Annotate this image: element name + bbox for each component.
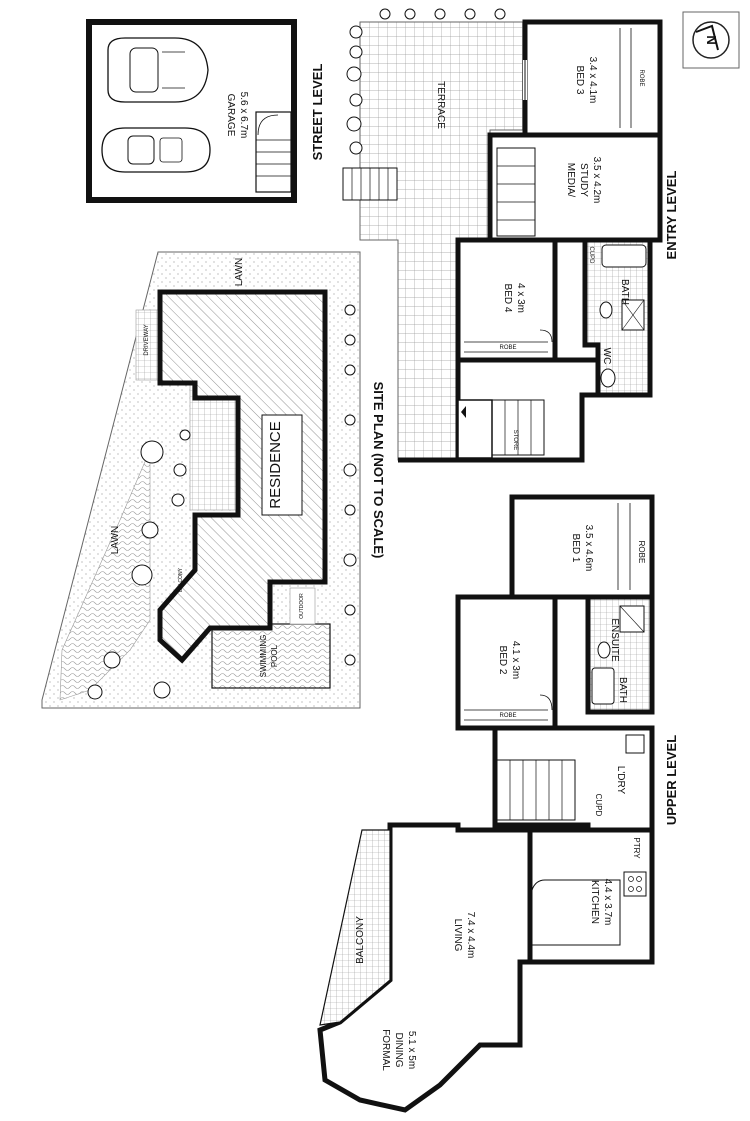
- garage-name: GARAGE: [225, 94, 236, 137]
- site-pool1: SWIMMING: [259, 635, 268, 678]
- site-driveway: DRIVEWAY: [144, 324, 150, 355]
- plant-icon: [87, 304, 357, 700]
- site-outdoor: OUTDOOR: [299, 593, 305, 619]
- bed4-size: 4 x 3m: [515, 283, 526, 313]
- swimming-pool: [211, 623, 331, 689]
- bed3-name: BED 3: [574, 66, 585, 95]
- garage-size: 5.6 x 6.7m: [238, 92, 249, 139]
- entry-level-plan: TERRACE BED 3 3.4 x 4.1m ROBE MEDIA/ STU…: [342, 8, 663, 463]
- bed4-robe: ROBE: [499, 345, 516, 351]
- upper-bath-label: BATH: [617, 677, 628, 703]
- lawn-area: [59, 449, 151, 701]
- media-name1: MEDIA/: [565, 163, 576, 198]
- bed1-robe: ROBE: [637, 541, 646, 564]
- entry-wc-label: WC: [601, 348, 612, 365]
- garage: GARAGE 5.6 x 6.7m: [86, 19, 297, 203]
- site-lawn-top: LAWN: [234, 258, 245, 287]
- ensuite-label: ENSUITE: [609, 618, 620, 662]
- dining-name2: DINING: [393, 1033, 404, 1068]
- bed2-robe: ROBE: [499, 713, 516, 719]
- entry-level-label: ENTRY LEVEL: [664, 171, 679, 260]
- site-balcony: BALCONY: [178, 567, 184, 592]
- ptry-label: PTRY: [632, 837, 641, 859]
- site-pool2: POOL: [270, 644, 279, 667]
- bed3-robe: ROBE: [638, 69, 644, 86]
- bed2-name: BED 2: [497, 646, 508, 675]
- car-icon: [101, 127, 211, 173]
- compass-label: N: [704, 35, 719, 44]
- car-icon: [107, 37, 209, 103]
- upper-level-plan: BED 1 3.5 x 4.6m ROBE ENSUITE BATH BED 2…: [317, 494, 655, 1113]
- kitchen-size: 4.4 x 3.7m: [602, 879, 613, 926]
- site-plan: RESIDENCE LAWN LAWN DRIVEWAY SWIMMING PO…: [41, 251, 361, 709]
- bed1-name: BED 1: [570, 534, 581, 563]
- street-level-label: STREET LEVEL: [310, 64, 325, 161]
- entry-bath-label: BATH: [619, 279, 630, 305]
- balcony-label: BALCONY: [355, 916, 366, 964]
- bed1-size: 3.5 x 4.6m: [583, 525, 594, 572]
- store-label: STORE: [512, 430, 518, 451]
- living-name: LIVING: [452, 919, 463, 952]
- site-plan-label: SITE PLAN (NOT TO SCALE): [371, 382, 386, 559]
- entry-cupd-label: CUPD: [588, 246, 594, 264]
- plant-icon: [346, 8, 506, 155]
- upper-level-label: UPPER LEVEL: [664, 735, 679, 825]
- compass: N: [682, 11, 740, 69]
- upper-cupd-label: CUPD: [594, 794, 603, 817]
- bed4-name: BED 4: [502, 284, 513, 313]
- terrace-label: TERRACE: [435, 81, 446, 129]
- bed2-size: 4.1 x 3m: [510, 641, 521, 679]
- dining-size: 5.1 x 5m: [406, 1031, 417, 1069]
- balcony-area: [319, 829, 391, 1026]
- ldry-label: L'DRY: [615, 766, 626, 795]
- site-lawn-left: LAWN: [110, 526, 121, 555]
- living-size: 7.4 x 4.4m: [465, 912, 476, 959]
- dining-name1: FORMAL: [380, 1029, 391, 1071]
- media-size: 3.5 x 4.2m: [591, 157, 602, 204]
- media-name2: STUDY: [578, 163, 589, 197]
- bed3-size: 3.4 x 4.1m: [587, 57, 598, 104]
- residence-label: RESIDENCE: [267, 421, 284, 509]
- residence-footprint: [157, 289, 328, 664]
- kitchen-name: KITCHEN: [589, 880, 600, 924]
